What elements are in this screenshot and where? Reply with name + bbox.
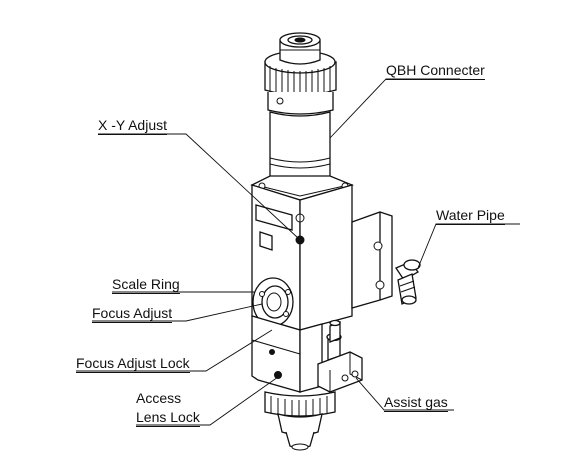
- nozzle: [264, 391, 336, 451]
- water-pipe-bracket: [351, 211, 421, 309]
- label-qbh-connecter: QBH Connecter: [386, 62, 485, 80]
- label-lens-lock: Lens Lock: [136, 409, 200, 427]
- label-access: Access: [136, 390, 182, 406]
- label-assist-gas: Assist gas: [384, 394, 448, 412]
- lower-body: [251, 315, 363, 393]
- main-housing: [250, 175, 354, 331]
- label-scale-ring: Scale Ring: [112, 276, 180, 294]
- label-focus-adjust-lock: Focus Adjust Lock: [76, 355, 190, 373]
- qbh-connector: [264, 32, 337, 195]
- label-water-pipe: Water Pipe: [436, 207, 505, 225]
- label-xy-adjust: X -Y Adjust: [98, 117, 168, 135]
- label-focus-adjust: Focus Adjust: [92, 305, 173, 323]
- focus-dial: [252, 277, 294, 327]
